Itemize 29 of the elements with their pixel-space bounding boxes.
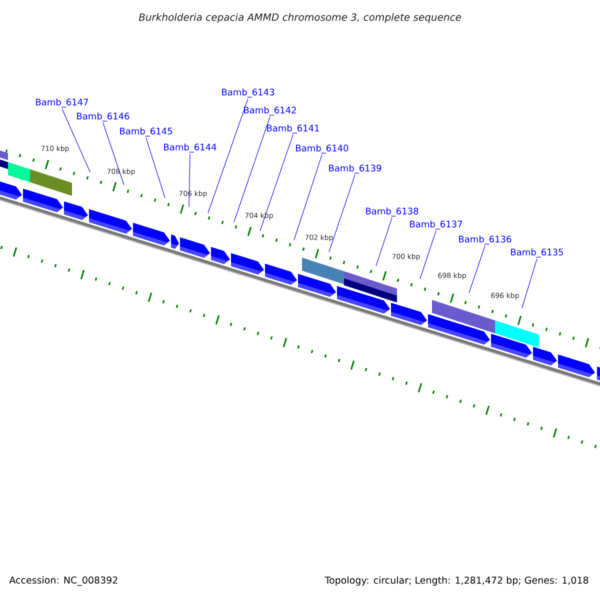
gene-label: Bamb_6137 <box>410 220 462 230</box>
leader-line <box>328 174 356 252</box>
gene-label: Bamb_6139 <box>329 164 382 174</box>
gene-label: Bamb_6142 <box>244 106 296 116</box>
title: Burkholderia cepacia AMMD chromosome 3, complete sequence <box>138 13 461 23</box>
gene-label: Bamb_6138 <box>366 208 418 216</box>
leader-line <box>62 108 90 172</box>
footer-text: Accession: NC_008392 <box>9 576 118 586</box>
leader-line <box>102 122 124 186</box>
leader-line <box>188 153 190 208</box>
leader-line <box>420 230 436 280</box>
leader-line <box>376 217 392 266</box>
leader-line <box>260 134 294 232</box>
gene-label: Bamb_6144 <box>164 144 216 152</box>
leader-line <box>146 137 166 198</box>
gene-label: Bamb_6136 <box>459 236 512 244</box>
leader-line <box>522 258 538 308</box>
gene-label: Bamb_6146 <box>77 112 130 122</box>
gene-label: Bamb_6140 <box>296 144 348 154</box>
leader-line <box>468 245 486 294</box>
footer-text: Topology: circular; Length: 1,281,472 bp; Genes: 1,018 <box>324 576 588 586</box>
gene-label: Bamb_6135 <box>511 248 563 258</box>
leader-line <box>208 98 248 214</box>
leader-line <box>294 154 322 240</box>
gene-label: Bamb_6145 <box>120 128 172 136</box>
gene-label: Bamb_6141 <box>267 124 319 134</box>
gene-label: Bamb_6143 <box>222 88 274 98</box>
gene-label: Bamb_6147 <box>36 98 88 108</box>
leader-line <box>234 116 270 222</box>
